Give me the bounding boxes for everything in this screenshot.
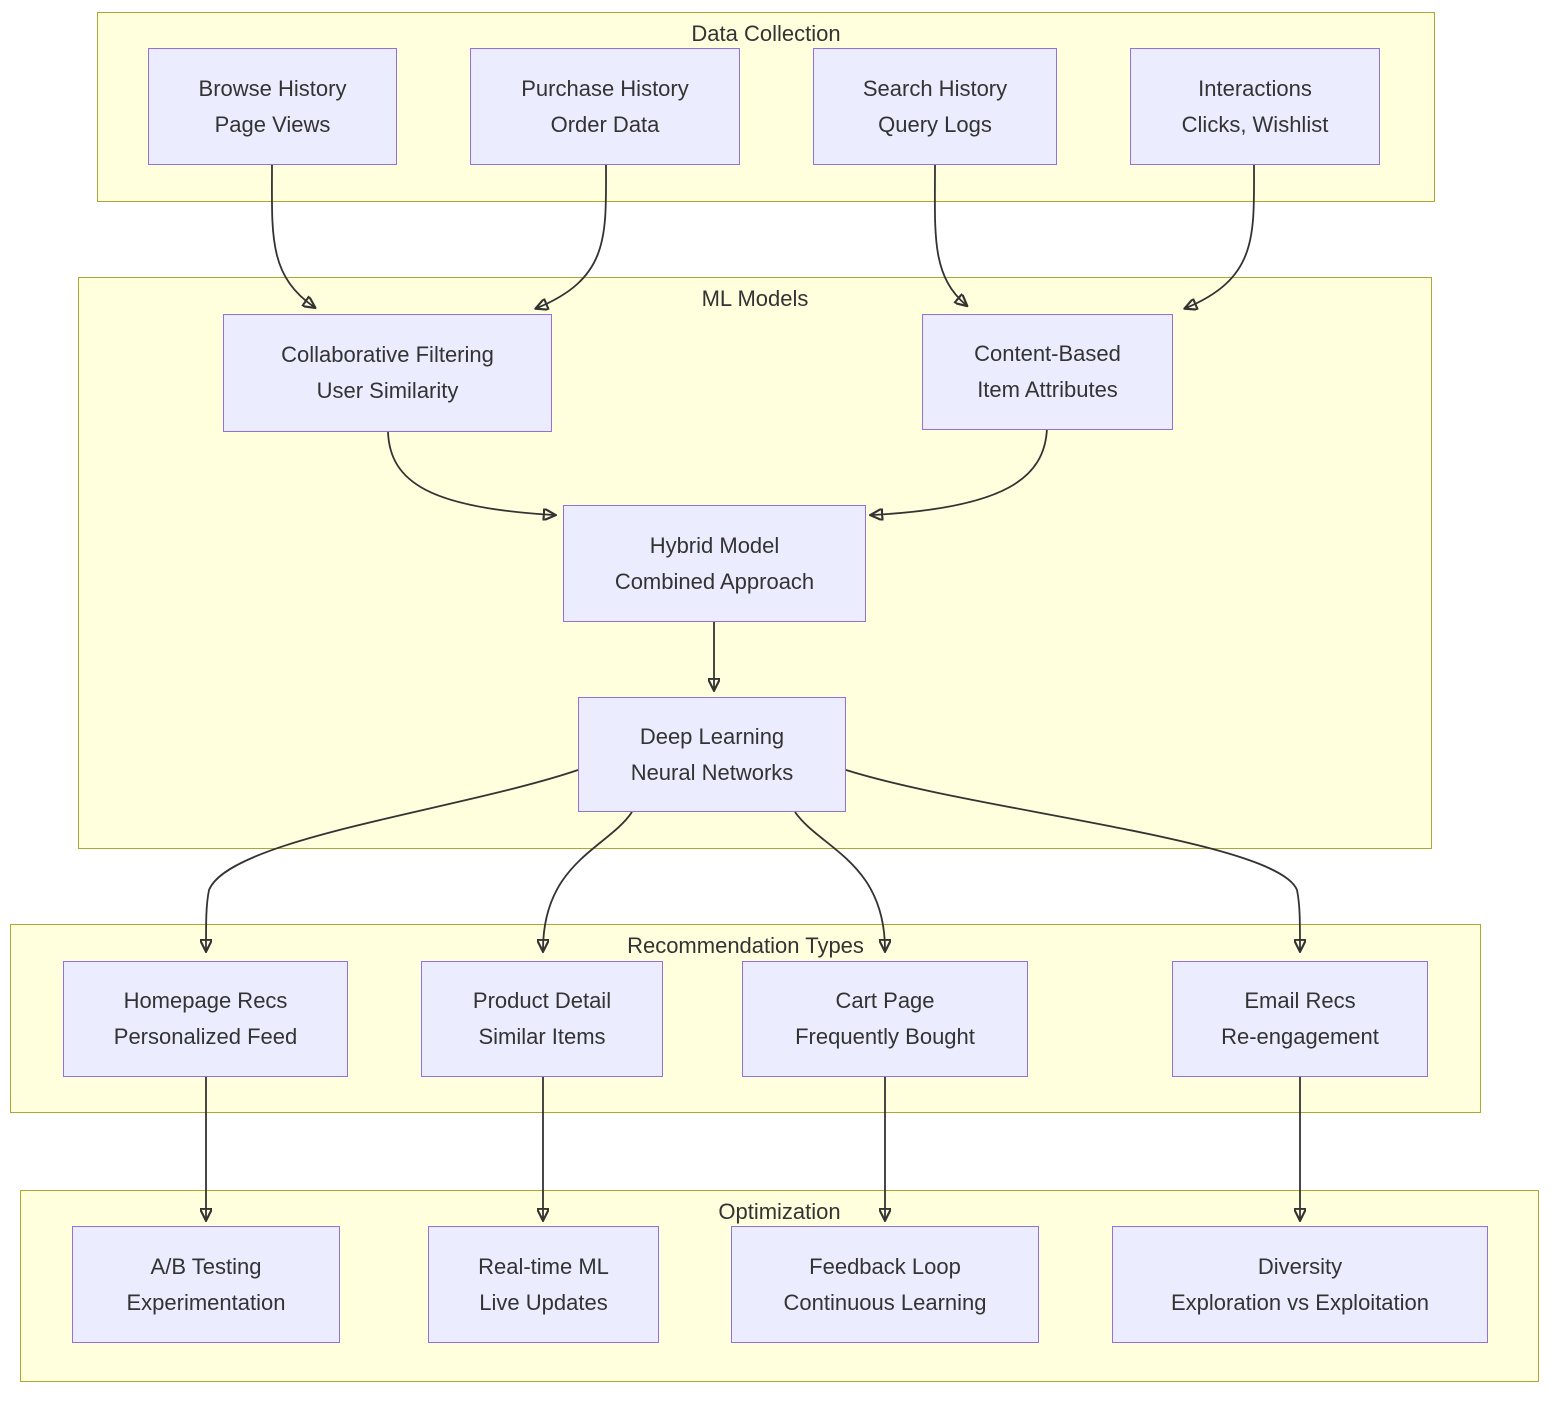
node-sublabel: Item Attributes bbox=[977, 377, 1118, 402]
cluster-title-ml-models: ML Models bbox=[701, 286, 809, 311]
node-label: Search History bbox=[862, 75, 1008, 101]
node-sublabel: Similar Items bbox=[478, 1024, 606, 1049]
node-email-recs: Email Recs Re-engagement bbox=[1172, 961, 1428, 1077]
node-sublabel: Page Views bbox=[214, 111, 331, 137]
node-browse-history: Browse History Page Views bbox=[148, 48, 397, 165]
node-label: Real-time ML bbox=[478, 1253, 609, 1279]
node-label: Feedback Loop bbox=[809, 1253, 961, 1279]
node-sublabel: Personalized Feed bbox=[113, 1024, 298, 1049]
node-hybrid-model: Hybrid Model Combined Approach bbox=[563, 505, 866, 622]
node-label: Email Recs bbox=[1244, 988, 1356, 1013]
node-sublabel: Neural Networks bbox=[630, 759, 794, 785]
node-ab-testing: A/B Testing Experimentation bbox=[72, 1226, 340, 1343]
node-sublabel: Exploration vs Exploitation bbox=[1170, 1289, 1430, 1315]
cluster-title-optimization: Optimization bbox=[718, 1199, 841, 1224]
cluster-title-data-collection: Data Collection bbox=[691, 21, 841, 46]
node-interactions: Interactions Clicks, Wishlist bbox=[1130, 48, 1380, 165]
node-label: Purchase History bbox=[521, 75, 689, 101]
node-sublabel: Experimentation bbox=[126, 1289, 286, 1315]
node-label: Cart Page bbox=[835, 988, 935, 1013]
node-sublabel: Order Data bbox=[550, 111, 660, 137]
node-sublabel: Live Updates bbox=[479, 1289, 608, 1315]
node-label: A/B Testing bbox=[150, 1253, 262, 1279]
node-collaborative-filtering: Collaborative Filtering User Similarity bbox=[223, 314, 552, 432]
node-label: Hybrid Model bbox=[649, 532, 780, 558]
node-realtime-ml: Real-time ML Live Updates bbox=[428, 1226, 659, 1343]
node-sublabel: Frequently Bought bbox=[795, 1024, 975, 1049]
node-deep-learning: Deep Learning Neural Networks bbox=[578, 697, 846, 812]
node-feedback-loop: Feedback Loop Continuous Learning bbox=[731, 1226, 1039, 1343]
node-content-based: Content-Based Item Attributes bbox=[922, 314, 1173, 430]
node-sublabel: Continuous Learning bbox=[783, 1289, 987, 1315]
node-sublabel: Re-engagement bbox=[1221, 1024, 1379, 1049]
node-homepage-recs: Homepage Recs Personalized Feed bbox=[63, 961, 348, 1077]
node-cart-page: Cart Page Frequently Bought bbox=[742, 961, 1028, 1077]
node-label: Interactions bbox=[1198, 75, 1312, 101]
node-label: Content-Based bbox=[974, 341, 1121, 366]
cluster-title-recommendation-types: Recommendation Types bbox=[627, 933, 864, 958]
node-sublabel: Query Logs bbox=[878, 111, 992, 137]
node-sublabel: Combined Approach bbox=[614, 568, 815, 594]
node-label: Deep Learning bbox=[639, 723, 785, 749]
node-label: Product Detail bbox=[472, 988, 612, 1013]
node-product-detail: Product Detail Similar Items bbox=[421, 961, 663, 1077]
node-label: Homepage Recs bbox=[123, 988, 288, 1013]
node-search-history: Search History Query Logs bbox=[813, 48, 1057, 165]
node-label: Browse History bbox=[198, 75, 347, 101]
node-purchase-history: Purchase History Order Data bbox=[470, 48, 740, 165]
node-diversity: Diversity Exploration vs Exploitation bbox=[1112, 1226, 1488, 1343]
node-sublabel: Clicks, Wishlist bbox=[1181, 111, 1329, 137]
node-label: Collaborative Filtering bbox=[281, 342, 494, 367]
node-label: Diversity bbox=[1257, 1253, 1343, 1279]
node-sublabel: User Similarity bbox=[316, 378, 459, 403]
